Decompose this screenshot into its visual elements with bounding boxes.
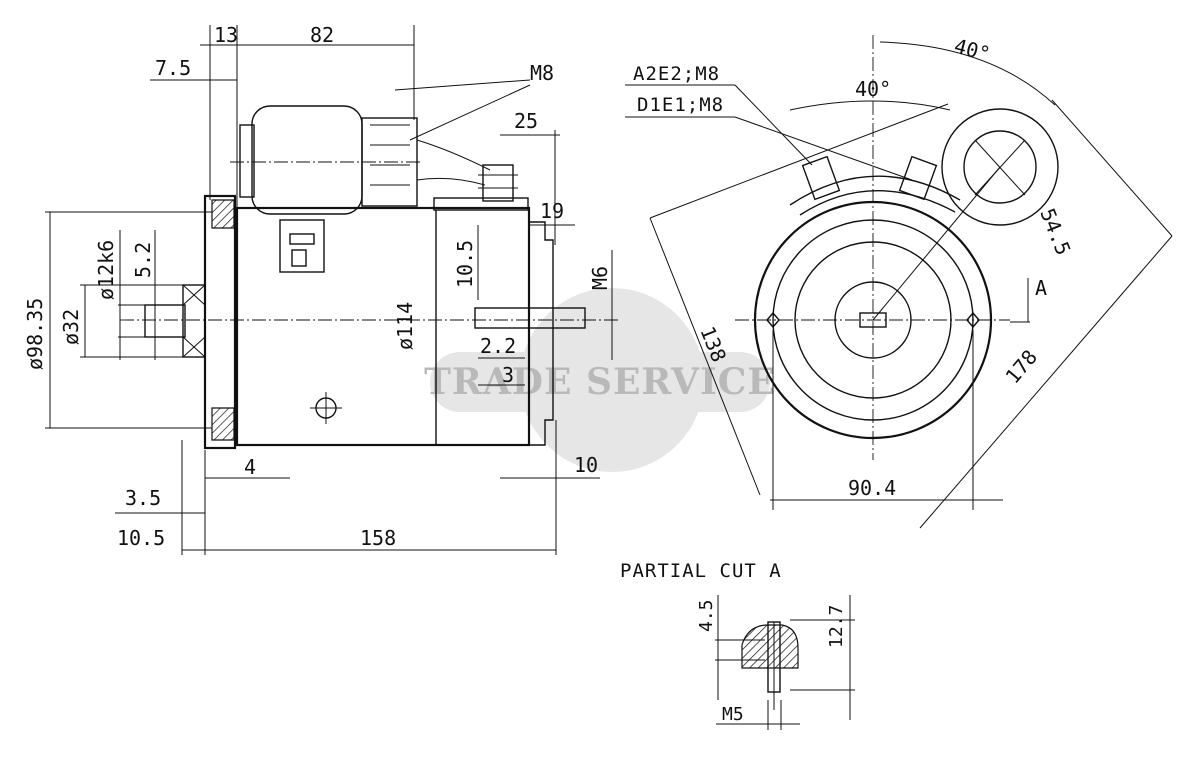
dim-82: 82 — [310, 23, 334, 47]
label-angle-inner: 40° — [855, 77, 891, 101]
motor-end-view: A2E2;M8 D1E1;M8 40° 40° A 90.4 54.5 138 … — [625, 34, 1173, 529]
dim-10-5: 10.5 — [453, 240, 477, 288]
partial-cut-title: PARTIAL CUT A — [620, 560, 782, 582]
dim-25: 25 — [514, 109, 538, 133]
dim-12k6: ø12k6 — [94, 240, 118, 300]
label-section-a: A — [1035, 276, 1047, 300]
label-d1e1: D1E1;M8 — [637, 94, 724, 116]
dim-m8-side: M8 — [530, 61, 554, 85]
dim-10: 10 — [574, 453, 598, 477]
dim-3: 3 — [502, 363, 514, 387]
dim-3-5: 3.5 — [125, 486, 161, 510]
dim-98-35: ø98.35 — [23, 298, 47, 370]
watermark-text: TRADE SERVICE — [424, 361, 776, 403]
dim-4: 4 — [244, 455, 256, 479]
dim-178: 178 — [1000, 345, 1042, 388]
dim-m6: M6 — [588, 266, 612, 290]
label-a2e2: A2E2;M8 — [633, 63, 720, 85]
dim-90-4: 90.4 — [848, 476, 896, 500]
dim-7-5: 7.5 — [155, 56, 191, 80]
label-angle-outer: 40° — [952, 34, 993, 67]
motor-side-view: 13 82 7.5 M8 25 19 4 10 3.5 10.5 158 2.2… — [23, 23, 620, 555]
dim-m5: M5 — [722, 704, 744, 725]
dim-2-2: 2.2 — [480, 334, 516, 358]
dim-19: 19 — [540, 199, 564, 223]
dim-10-5-bottom: 10.5 — [117, 526, 165, 550]
dim-54-5: 54.5 — [1035, 205, 1075, 259]
dim-158: 158 — [360, 526, 396, 550]
dim-12-7: 12.7 — [826, 605, 847, 648]
dim-114: ø114 — [393, 302, 417, 350]
dim-13: 13 — [214, 23, 238, 47]
dim-4-5: 4.5 — [696, 599, 717, 632]
dim-5-2: 5.2 — [131, 242, 155, 278]
watermark: TRADE SERVICE — [424, 288, 776, 472]
dim-32: ø32 — [59, 309, 83, 345]
partial-cut-a: PARTIAL CUT A 4.5 12.7 M5 — [620, 560, 855, 730]
